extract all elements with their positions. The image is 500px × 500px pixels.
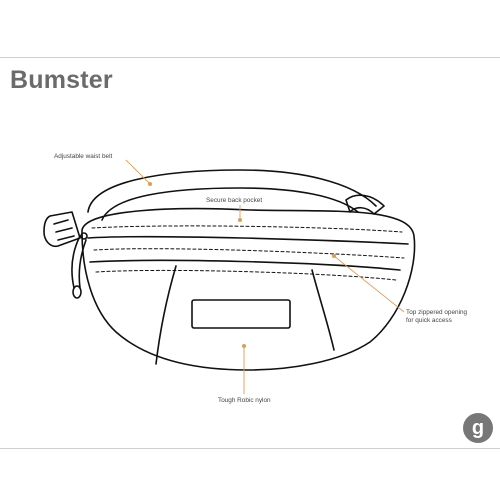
callout-nylon: Tough Robic nylon bbox=[218, 397, 271, 404]
label-patch bbox=[191, 299, 291, 329]
callout-waist-belt: Adjustable waist belt bbox=[54, 153, 113, 160]
zipper-track bbox=[87, 235, 409, 245]
zipper-pull-cord bbox=[71, 235, 81, 289]
belt-strap bbox=[87, 169, 377, 213]
bag-body bbox=[81, 207, 416, 371]
bottom-divider bbox=[0, 448, 500, 449]
logo-letter: g bbox=[472, 417, 484, 439]
front-panel-seam-left bbox=[155, 265, 177, 365]
front-panel-seam-right bbox=[311, 269, 335, 351]
callout-zipper-line2: for quick access bbox=[406, 317, 452, 324]
strap-tab bbox=[345, 194, 385, 215]
callout-zipper-line1: Top zippered opening bbox=[406, 309, 468, 316]
callout-zipper: Top zippered opening for quick access bbox=[406, 309, 467, 325]
buckle-icon bbox=[43, 211, 81, 248]
g-logo-icon: g bbox=[463, 413, 493, 443]
top-divider bbox=[0, 57, 500, 58]
page-title: Bumster bbox=[10, 66, 113, 94]
belt-strap-inner bbox=[101, 187, 359, 221]
callout-back-pocket: Secure back pocket bbox=[206, 197, 263, 204]
zipper-leader bbox=[333, 255, 405, 313]
belt-leader bbox=[125, 159, 151, 185]
